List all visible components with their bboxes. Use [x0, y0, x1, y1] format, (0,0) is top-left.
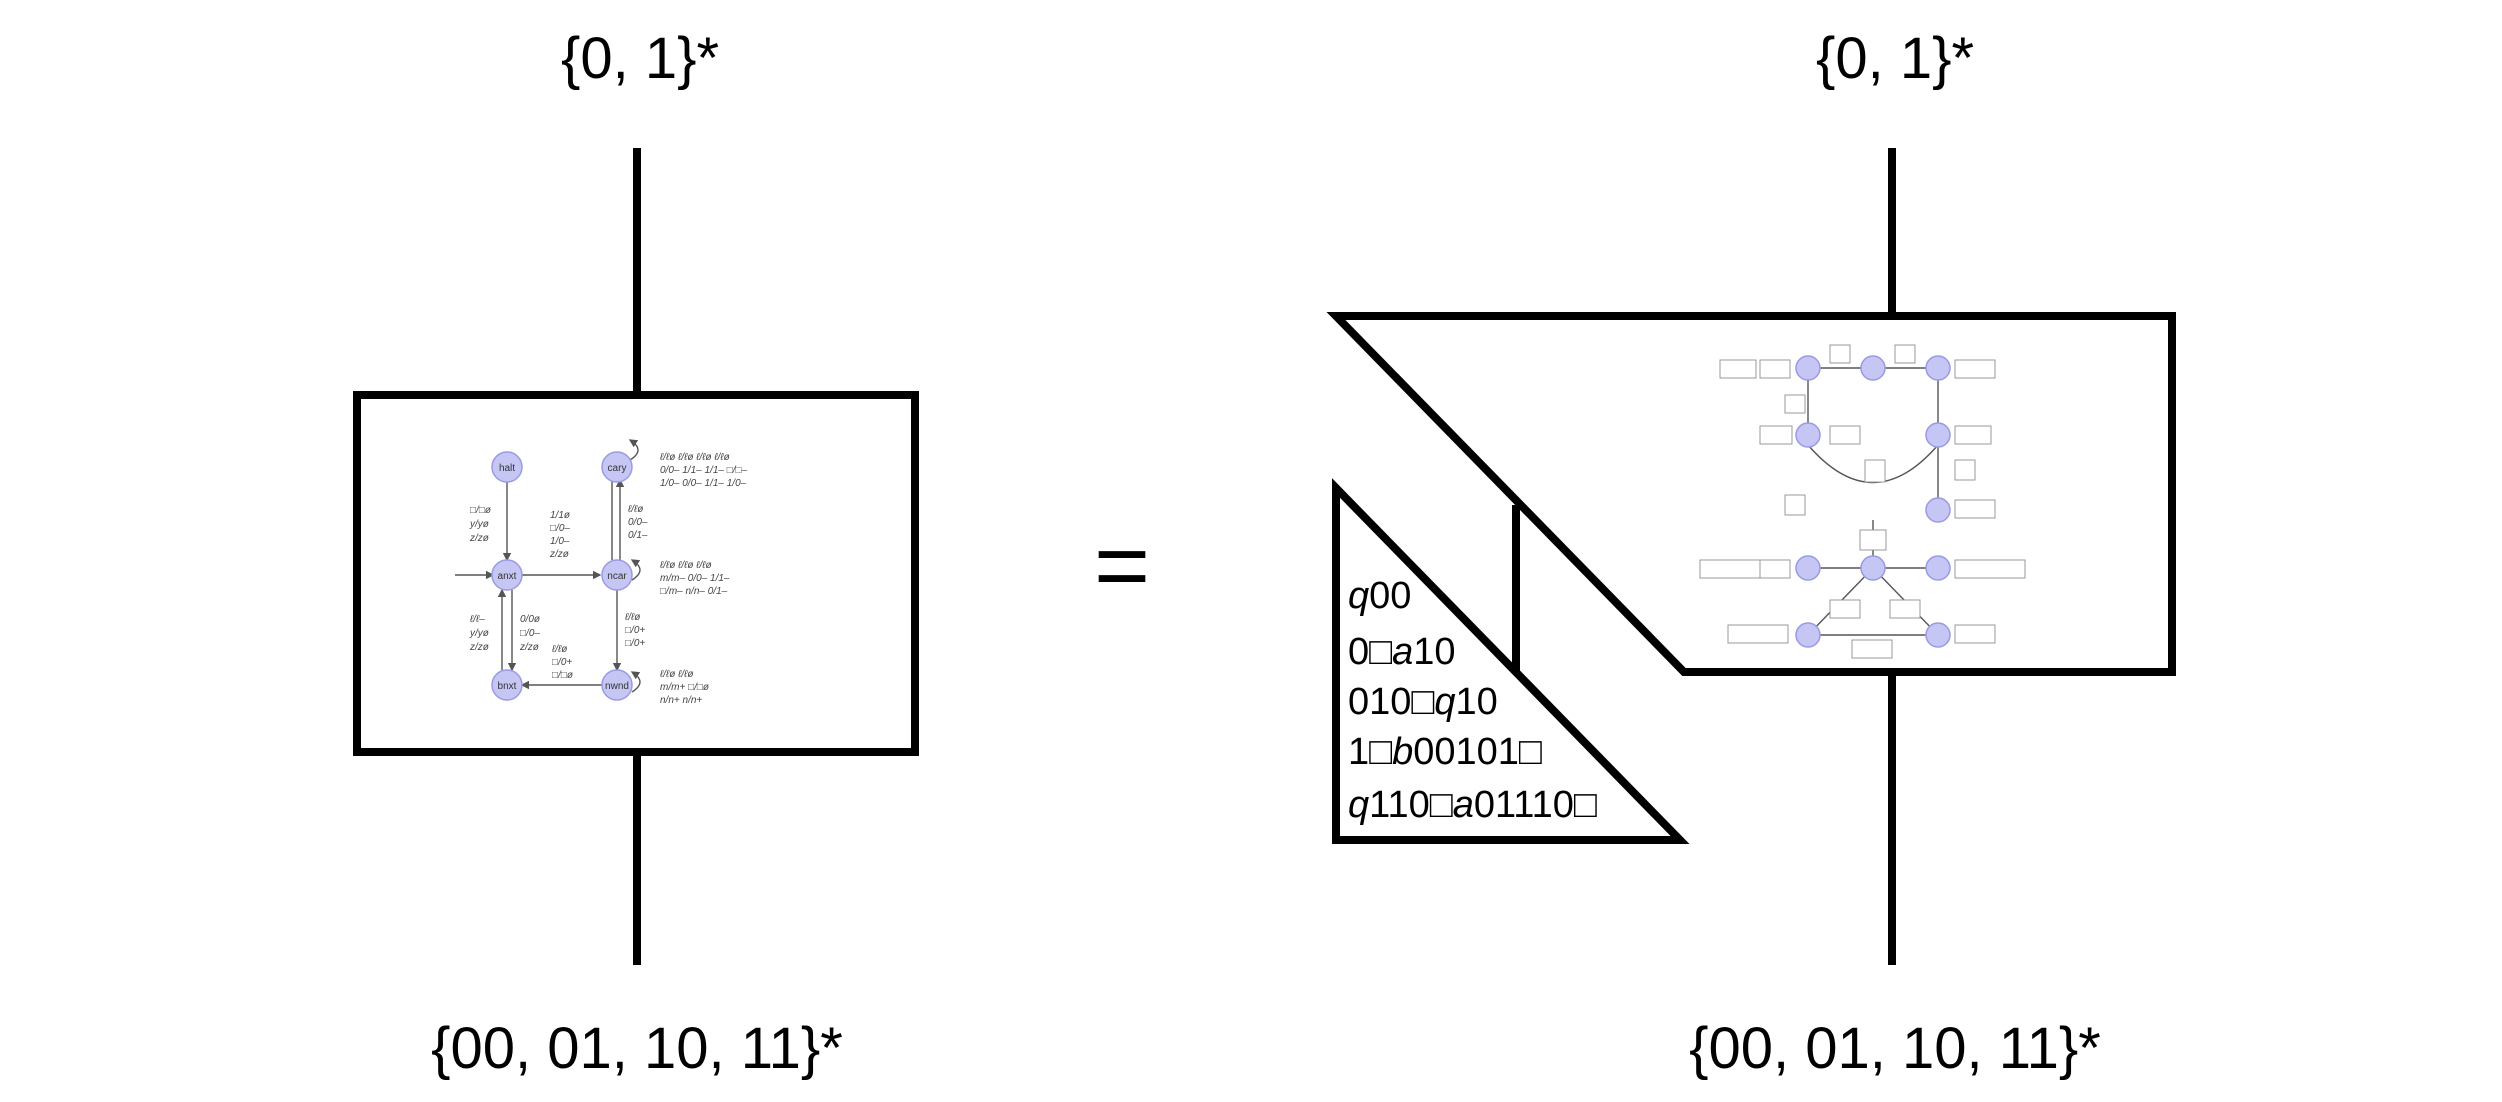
- svg-text:ℓ/ℓø: ℓ/ℓø: [624, 612, 640, 623]
- svg-text:□/0+: □/0+: [625, 625, 645, 636]
- svg-text:z/zø: z/zø: [469, 642, 489, 653]
- state-bnxt-label: bnxt: [498, 681, 517, 692]
- state-ncar-label: ncar: [607, 571, 627, 582]
- tape-line-5: q110□a01110□: [1348, 784, 1597, 826]
- state-nwnd: [601, 669, 633, 701]
- label-nwnd-loop: ℓ/ℓø ℓ/ℓø m/m+ □/□ø n/n+ n/n+: [659, 669, 709, 706]
- svg-text:n/n+ n/n+: n/n+ n/n+: [660, 695, 702, 706]
- tape-line-4: 1□b00101□: [1348, 731, 1542, 773]
- label-anxt-halt: □/□ø y/yø z/zø: [469, 505, 491, 544]
- label-cary-loop: ℓ/ℓø ℓ/ℓø ℓ/ℓø ℓ/ℓø 0/0– 1/1– 1/1– □/□– …: [659, 452, 748, 489]
- label-nwnd-bnxt: ℓ/ℓø □/0+ □/□ø: [551, 644, 573, 681]
- left-machine-box: [353, 391, 919, 756]
- svg-text:□/0+: □/0+: [625, 638, 645, 649]
- state-bnxt: [491, 669, 523, 701]
- svg-text:ℓ/ℓø ℓ/ℓø ℓ/ℓø ℓ/ℓø: ℓ/ℓø ℓ/ℓø ℓ/ℓø ℓ/ℓø: [659, 452, 730, 463]
- edge-nwnd-loop: [630, 671, 641, 693]
- svg-text:□/□ø: □/□ø: [552, 670, 573, 681]
- svg-text:1/0–: 1/0–: [550, 536, 570, 547]
- svg-text:□/0–: □/0–: [520, 628, 540, 639]
- svg-text:ℓ/ℓø: ℓ/ℓø: [627, 504, 643, 515]
- label-anxt-bnxt: 0/0ø □/0– z/zø: [519, 614, 540, 653]
- svg-text:ℓ/ℓ–: ℓ/ℓ–: [469, 614, 485, 625]
- state-anxt-label: anxt: [498, 571, 517, 582]
- svg-text:1/0– 0/0– 1/1– 1/0–: 1/0– 0/0– 1/1– 1/0–: [660, 478, 747, 489]
- tape-contents: q00 0□a10 010□q10 1□b00101□ q110□a01110□: [1348, 575, 1597, 826]
- svg-text:z/zø: z/zø: [519, 642, 539, 653]
- svg-text:m/m– 0/0– 1/1–: m/m– 0/0– 1/1–: [660, 573, 730, 584]
- equals-sign: =: [1094, 512, 1150, 619]
- state-halt-label: halt: [499, 463, 515, 474]
- state-nwnd-label: nwnd: [605, 681, 629, 692]
- svg-text:z/zø: z/zø: [549, 549, 569, 560]
- svg-text:1/1ø: 1/1ø: [550, 510, 570, 521]
- state-cary: [601, 451, 633, 483]
- svg-text:y/yø: y/yø: [469, 628, 489, 639]
- svg-text:□/0+: □/0+: [552, 657, 572, 668]
- right-top-set-label: {0, 1}*: [1816, 26, 1974, 91]
- label-ncar-nwnd: ℓ/ℓø □/0+ □/0+: [624, 612, 645, 649]
- tape-line-1: q00: [1348, 575, 1411, 617]
- svg-text:ℓ/ℓø ℓ/ℓø ℓ/ℓø: ℓ/ℓø ℓ/ℓø ℓ/ℓø: [659, 560, 712, 571]
- tape-line-3: 010□q10: [1348, 681, 1498, 723]
- right-bottom-set-label: {00, 01, 10, 11}*: [1689, 1016, 2101, 1081]
- svg-text:ℓ/ℓø: ℓ/ℓø: [551, 644, 567, 655]
- state-halt: [491, 451, 523, 483]
- label-anxt-ncar: 1/1ø □/0– 1/0– z/zø: [549, 510, 570, 560]
- svg-text:□/□ø: □/□ø: [470, 505, 491, 516]
- label-ncar-loop: ℓ/ℓø ℓ/ℓø ℓ/ℓø m/m– 0/0– 1/1– □/m– n/n– …: [659, 560, 730, 597]
- state-anxt: [491, 559, 523, 591]
- svg-text:z/zø: z/zø: [469, 533, 489, 544]
- svg-text:0/0–: 0/0–: [628, 517, 648, 528]
- svg-text:□/0–: □/0–: [550, 523, 570, 534]
- svg-text:0/0ø: 0/0ø: [520, 614, 540, 625]
- left-bottom-set-label: {00, 01, 10, 11}*: [431, 1016, 843, 1081]
- svg-text:□/m– n/n– 0/1–: □/m– n/n– 0/1–: [660, 586, 728, 597]
- left-state-diagram: halt cary anxt ncar bnxt nwnd □/□ø y/yø …: [455, 439, 748, 706]
- right-machine-box: [1326, 312, 2176, 676]
- tape-triangle: [1332, 478, 1690, 844]
- edge-ncar-loop: [630, 559, 641, 581]
- right-state-diagram: [1699, 344, 2026, 659]
- edge-cary-loop: [628, 439, 639, 461]
- svg-text:ℓ/ℓø ℓ/ℓø: ℓ/ℓø ℓ/ℓø: [659, 669, 693, 680]
- state-cary-label: cary: [608, 463, 627, 474]
- tape-line-2: 0□a10: [1348, 631, 1456, 673]
- label-bnxt-anxt: ℓ/ℓ– y/yø z/zø: [469, 614, 489, 653]
- svg-text:0/0– 1/1– 1/1– □/□–: 0/0– 1/1– 1/1– □/□–: [660, 465, 748, 476]
- svg-text:m/m+ □/□ø: m/m+ □/□ø: [660, 682, 709, 693]
- left-top-set-label: {0, 1}*: [561, 26, 719, 91]
- svg-text:y/yø: y/yø: [469, 519, 489, 530]
- state-ncar: [601, 559, 633, 591]
- svg-text:0/1–: 0/1–: [628, 530, 648, 541]
- label-ncar-cary: ℓ/ℓø 0/0– 0/1–: [627, 504, 648, 541]
